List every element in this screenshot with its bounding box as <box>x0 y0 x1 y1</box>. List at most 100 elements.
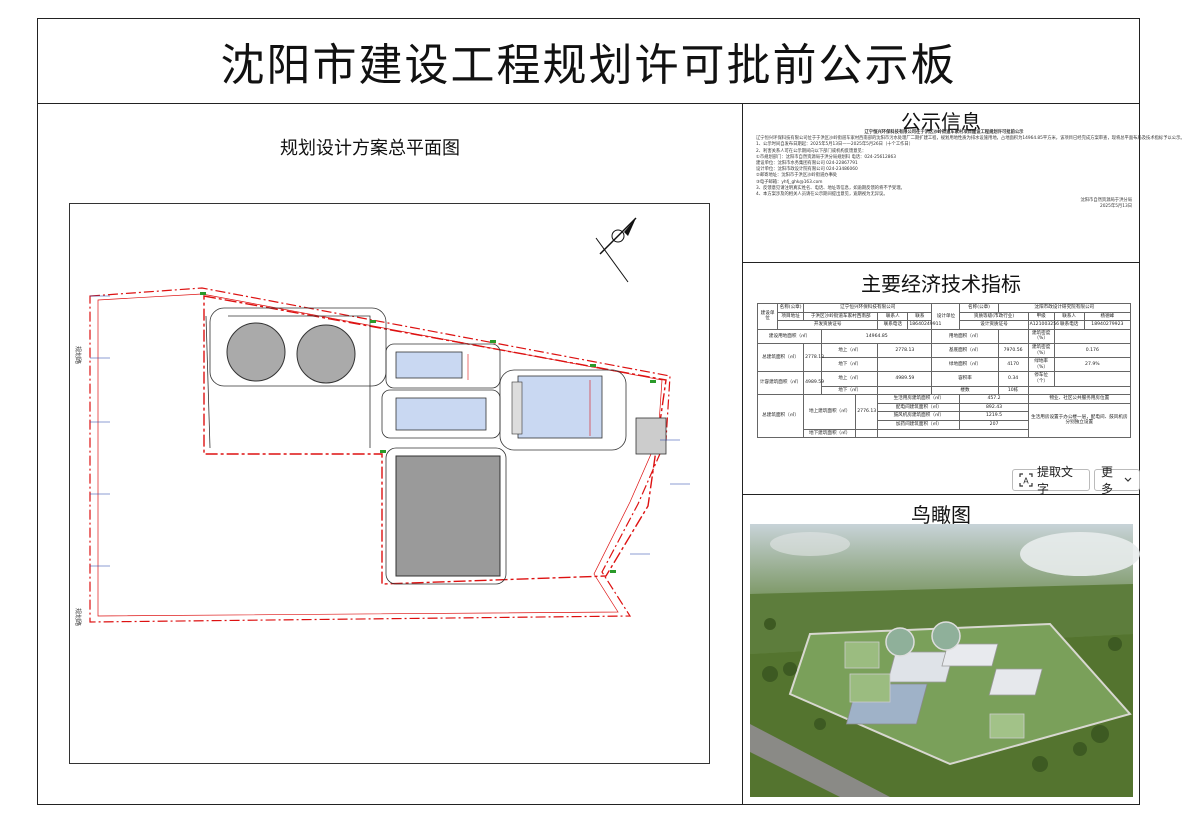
site-plan: 规划路 规划路 <box>69 203 710 764</box>
notice-line: 4、本方案涉及的相关人员请在公示期间提出意见，逾期视为无异议。 <box>756 192 888 198</box>
chevron-down-icon <box>1124 477 1132 482</box>
table-cell: 绿地面积（㎡） <box>931 357 999 373</box>
more-label: 更多 <box>1101 465 1114 496</box>
table-cell: 7970.56 <box>997 342 1029 359</box>
table-cell <box>997 328 1029 344</box>
table-cell: 联系人 <box>877 311 909 322</box>
table-cell: 27.9% <box>1053 357 1132 373</box>
table-cell: 杨德峰 <box>1083 311 1132 322</box>
table-cell: 地下建筑面积（㎡） <box>803 428 857 439</box>
table-cell: 甲级 <box>1027 311 1055 322</box>
table-cell: 建设用地面积（㎡） <box>756 328 823 344</box>
table-cell <box>855 428 879 439</box>
table-cell: 容积率 <box>931 371 999 387</box>
table-cell: 辽宁恒兴环保科技有限公司 <box>803 303 933 313</box>
table-cell: 地上（㎡） <box>821 371 879 387</box>
table-cell: 开发资质证号 <box>777 320 879 330</box>
table-cell: 1219.5 <box>959 411 1029 421</box>
table-cell: 联系电话 <box>877 320 909 330</box>
board-frame <box>37 18 1140 805</box>
table-cell: 4989.59 <box>877 371 933 387</box>
notice-line: 1、公示时间自发布日期起：2025年5月13日——2025年5月26日（十个工作… <box>756 142 914 148</box>
notice-line: 设计单位：沈阳市政设计院有限公司 024-23486060 <box>756 167 858 173</box>
table-row: 总建筑面积（㎡） 地上建筑面积（㎡） 2776.13 生活用房建筑面积（㎡） 4… <box>756 394 1132 439</box>
table-cell: 物业、社区公共服务用房位置 <box>1027 394 1132 404</box>
more-button[interactable]: 更多 <box>1094 465 1140 496</box>
table-cell: 联系 <box>907 311 933 322</box>
economics-title: 主要经济技术指标 <box>861 272 1021 296</box>
table-cell <box>1027 385 1132 396</box>
table-cell: 0.34 <box>997 371 1029 387</box>
table-cell <box>877 428 1029 439</box>
notice-line: 2、利害关系人可在公示期间向以下部门或机构反馈意见： <box>756 148 867 154</box>
table-cell: 457.2 <box>959 394 1029 404</box>
table-cell: 楼数 <box>931 385 999 396</box>
table-cell: 地下（㎡） <box>821 385 879 396</box>
notice-line: 建设单位：沈阳市水务集团有限公司 024-22867791 <box>756 161 858 167</box>
table-cell: 加药间建筑面积（㎡） <box>877 419 961 430</box>
table-row: 计容建筑面积（㎡） 4989.59 地上（㎡） 4989.59 容积率 0.34… <box>756 371 1132 396</box>
table-cell: 鼓风机房建筑面积（㎡） <box>877 411 961 421</box>
table-cell: 配电间建筑面积（㎡） <box>877 402 961 413</box>
table-cell: 建筑密度（%） <box>1027 342 1055 359</box>
table-cell <box>877 385 933 396</box>
table-cell: 项目地址 <box>777 311 805 322</box>
table-cell: 892.43 <box>959 402 1029 413</box>
table-cell: 18940279923 <box>1083 320 1132 330</box>
notice-title: 公示信息 <box>901 110 981 134</box>
table-cell <box>1053 328 1132 344</box>
column-divider <box>742 104 743 805</box>
text-scan-icon: A <box>1019 473 1033 487</box>
notice-line: 辽宁恒兴环保科技有限公司在于洪区沙岭街道车家村项目建设工程规划许可批前公示 <box>864 130 1024 135</box>
notice-line: ③电子邮箱：yhfj_ghk@163.com <box>756 179 823 185</box>
table-row: 建设用地面积（㎡） 14964.85 用地面积（㎡） 建筑密度（%） <box>756 328 1132 344</box>
table-cell: 名称(公章) <box>777 303 805 313</box>
table-cell: 建设单位 <box>756 303 779 330</box>
notice-signature: 沈阳市自然资源局于洪分局 <box>1080 198 1132 204</box>
table-cell: 联系人 <box>1053 311 1085 322</box>
board-title: 沈阳市建设工程规划许可批前公示板 <box>220 39 957 91</box>
extract-text-button[interactable]: A 提取文字 <box>1012 465 1090 496</box>
table-row: 建设单位 名称(公章) 辽宁恒兴环保科技有限公司 设计单位 名称(公章) 沈阳市… <box>756 303 1132 330</box>
road-label: 规划路 <box>74 608 82 626</box>
table-cell: 设计单位 <box>931 303 961 330</box>
table-cell: 总建筑面积（㎡） <box>756 394 805 439</box>
table-cell: 计容建筑面积（㎡） <box>756 371 805 396</box>
aerial-image <box>750 524 1140 797</box>
table-cell: 4989.59 <box>803 371 824 396</box>
notice-line: ①市规划部门：沈阳市自然资源局于洪分局规划科 电话：024-25612863 <box>756 154 896 160</box>
table-cell: 总建筑面积（㎡） <box>756 342 805 373</box>
board-title-row: 沈阳市建设工程规划许可批前公示板 <box>37 18 1140 104</box>
table-cell: 2778.13 <box>877 342 933 359</box>
notice-line: 3、反馈意见请注明真实姓名、电话、地址等信息，如逾期反馈的将不予受理。 <box>756 185 905 191</box>
section-divider <box>742 262 1140 263</box>
table-cell: A121003256 <box>1027 320 1059 330</box>
table-cell: 用地面积（㎡） <box>931 328 999 344</box>
table-cell: 基底面积（㎡） <box>931 342 999 359</box>
aerial-title: 鸟瞰图 <box>911 503 971 527</box>
table-cell <box>1053 371 1132 387</box>
table-cell: 停车位（个） <box>1027 371 1055 387</box>
site-plan-drawing: 规划路 规划路 <box>74 217 690 626</box>
table-cell: 2776.13 <box>855 394 879 430</box>
table-cell <box>877 357 933 373</box>
economics-table: 建设单位 名称(公章) 辽宁恒兴环保科技有限公司 设计单位 名称(公章) 沈阳市… <box>756 303 1132 439</box>
table-row: 地下（㎡） 绿地面积（㎡） 4170 绿地率（%） 27.9% <box>758 357 1132 373</box>
table-row: 地下建筑面积（㎡） <box>758 428 1131 439</box>
table-cell: 地下（㎡） <box>821 357 879 373</box>
svg-text:A: A <box>1023 477 1029 486</box>
notice-date: 2025年5月13日 <box>1099 204 1132 210</box>
plan-title: 规划设计方案总平面图 <box>280 138 460 159</box>
notice-line: ②邮寄地址：沈阳市于洪区沙岭街道办事处 <box>756 173 838 179</box>
table-cell: 14964.85 <box>821 328 933 344</box>
table-row: 总建筑面积（㎡） 2778.13 地上（㎡） 2778.13 基底面积（㎡） 7… <box>756 342 1132 373</box>
table-cell: 于洪区沙岭街道车家村西南部 <box>803 311 879 322</box>
north-arrow-icon <box>595 217 637 283</box>
table-row: 项目地址 于洪区沙岭街道车家村西南部 联系人 联系 资质等级(市政行业) 甲级 … <box>758 311 1132 322</box>
table-cell: 0.176 <box>1053 342 1132 359</box>
table-cell: 18640249911 <box>907 320 941 330</box>
extract-text-label: 提取文字 <box>1037 465 1074 496</box>
table-cell: 10栋 <box>997 385 1029 396</box>
table-cell: 绿地率（%） <box>1027 357 1055 373</box>
table-cell: 207 <box>959 419 1029 430</box>
